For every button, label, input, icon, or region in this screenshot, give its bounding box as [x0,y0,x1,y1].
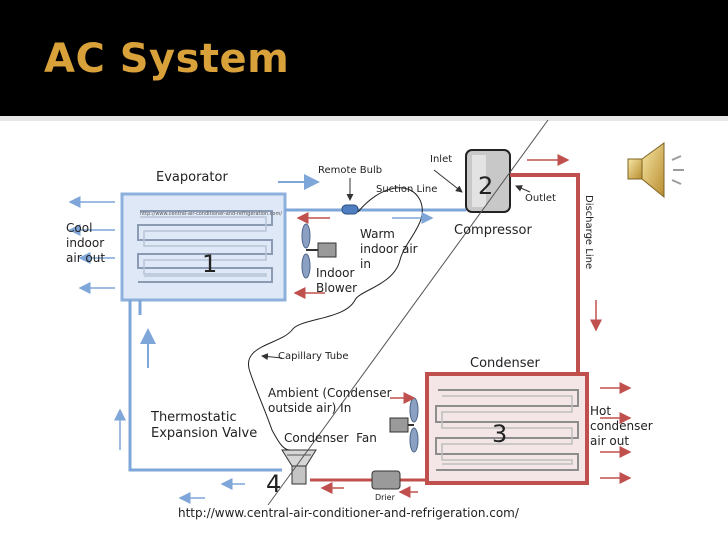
drier-label: Drier [375,493,395,502]
condenser-number: 3 [492,420,508,448]
source-url: http://www.central-air-conditioner-and-r… [178,506,519,520]
condenser-fan [389,397,419,453]
condenser-coil [425,372,589,485]
hot-condenser-air-out-label: Hot condenser air out [590,404,653,448]
watermark-url: http://www.central-air-conditioner-and-r… [140,211,283,217]
compressor-label: Compressor [454,223,532,238]
condenser-fan-label: Condenser Fan [284,431,377,445]
outlet-label: Outlet [525,193,556,204]
warm-indoor-air-in-label: Warm indoor air in [360,227,418,271]
inlet-label: Inlet [430,154,453,165]
title-divider [0,116,728,121]
thermostatic-expansion-valve-label: Thermostatic Expansion Valve [151,410,258,441]
evaporator-label: Evaporator [156,170,228,185]
condenser-label: Condenser [470,356,540,371]
valve-number: 4 [266,470,282,498]
suction-line-label: Suction Line [376,184,438,195]
indoor-blower-fan [301,223,337,279]
ambient-label: Ambient (Condenser outside air) In [268,386,392,415]
compressor-unit [465,149,511,213]
discharge-line-label: Discharge Line [583,195,594,270]
capillary-tube-label: Capillary Tube [278,351,349,362]
speaker-sound-icon[interactable] [620,135,700,205]
compressor-number: 2 [478,172,494,200]
evaporator-number: 1 [202,250,218,278]
indoor-blower-label: Indoor Blower [316,266,358,295]
slide-title: AC System [44,36,290,82]
title-bar [0,0,728,116]
remote-bulb-label: Remote Bulb [318,165,383,176]
cool-indoor-air-out-label: Cool indoor air out [66,221,106,265]
evaporator-coil [120,192,287,302]
expansion-valve [281,449,317,485]
